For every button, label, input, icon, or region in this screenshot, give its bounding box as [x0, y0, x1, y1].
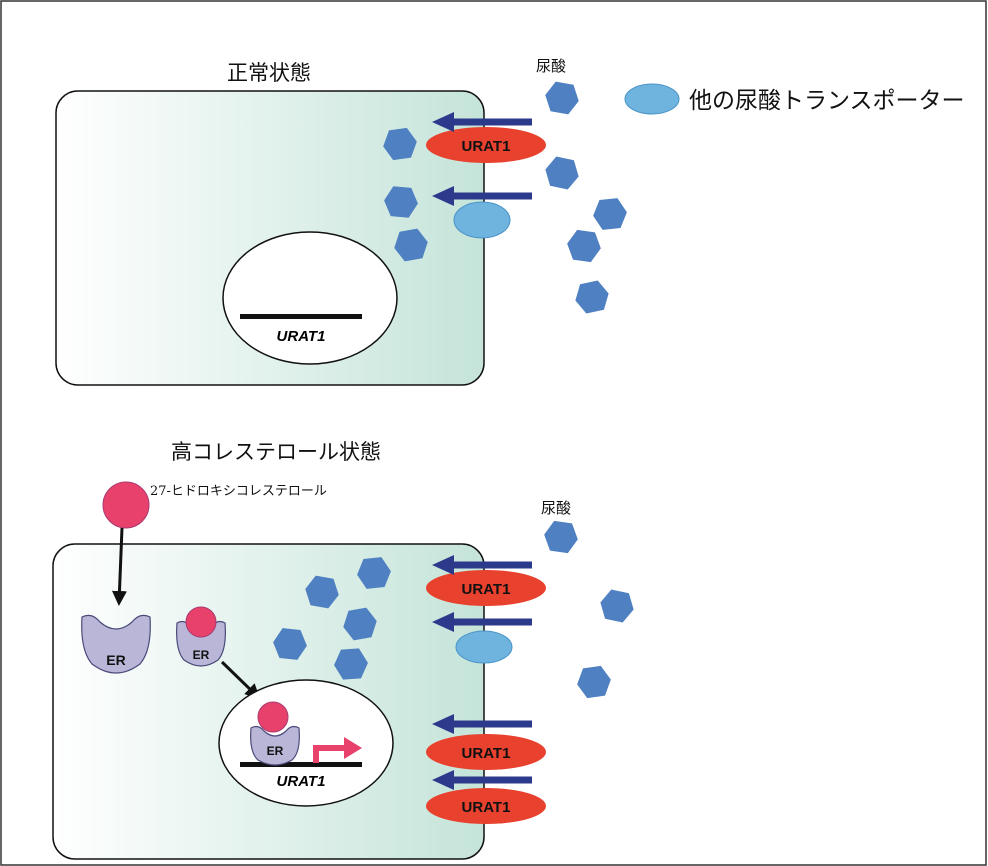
uric-acid-icon: [542, 519, 580, 555]
ligand-nuclear: [257, 701, 289, 733]
bottom-other-transporter: [455, 630, 513, 664]
uric-acid-icon: [572, 278, 612, 316]
top-arrow-2-head: [432, 186, 454, 206]
uric-acid-icon: [542, 80, 582, 116]
bottom-arrow-3-head: [432, 714, 454, 734]
bottom-urat1-label-1: URAT1: [462, 581, 511, 598]
bottom-arrow-4-head: [432, 770, 454, 790]
bottom-arrow-2-head: [432, 612, 454, 632]
top-gene-bar: [240, 314, 362, 319]
top-nucleus: [222, 231, 398, 365]
uric-acid-icon: [565, 228, 603, 264]
bottom-urat1-transporter-2: [426, 734, 546, 770]
legend-other-transporter-label: 他の尿酸トランスポーター: [689, 88, 965, 114]
bottom-panel-title: 高コレステロール状態: [171, 440, 381, 464]
ligand-to-er-arrow: [111, 527, 127, 606]
bottom-urat1-label-3: URAT1: [462, 799, 511, 816]
ligand-label: 27-ヒドロキシコレステロール: [150, 484, 327, 499]
er-label-free: ER: [106, 652, 125, 668]
bottom-gene-bar: [240, 762, 362, 767]
bottom-urat1-transporter-1: [426, 570, 546, 606]
transcription-activation-arrow-head: [344, 737, 362, 759]
er-receptor-free: [81, 614, 151, 674]
bottom-uric-acid-label: 尿酸: [541, 499, 571, 517]
bottom-urat1-transporter-3: [426, 788, 546, 824]
bottom-gene-label: URAT1: [277, 773, 326, 790]
legend-other-transporter-swatch: [624, 83, 680, 115]
er-label-bound: ER: [193, 648, 210, 662]
top-panel-title: 正常状態: [227, 61, 311, 85]
uric-acid-icon: [591, 197, 629, 231]
top-gene-label: URAT1: [277, 328, 326, 345]
ligand-27hc: [102, 481, 150, 529]
er-label-nuclear: ER: [267, 744, 284, 758]
top-arrow-1-head: [432, 112, 454, 132]
ligand-bound: [185, 606, 217, 638]
er-receptor-nuclear: [250, 725, 300, 766]
transcription-activation-arrow: [313, 745, 348, 763]
bottom-urat1-label-2: URAT1: [462, 745, 511, 762]
er-to-nucleus-arrow: [220, 660, 261, 700]
uric-acid-icon: [542, 154, 582, 192]
top-uric-acid-label: 尿酸: [536, 57, 566, 75]
uric-acid-icon: [597, 587, 637, 625]
uric-acid-icon: [575, 664, 613, 700]
top-other-transporter: [453, 201, 511, 239]
bottom-arrow-1-head: [432, 555, 454, 575]
top-urat1-label: URAT1: [462, 138, 511, 155]
top-urat1-transporter: [426, 127, 546, 163]
